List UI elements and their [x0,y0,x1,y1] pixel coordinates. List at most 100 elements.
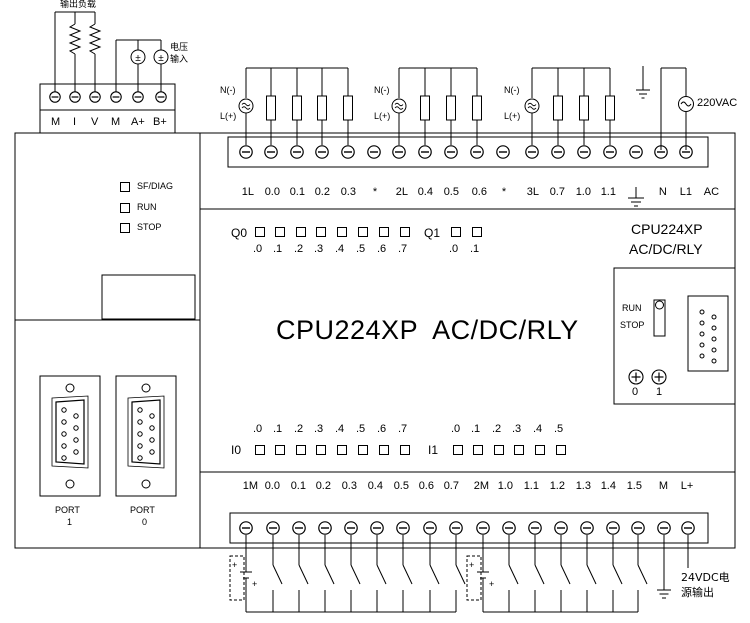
input-switch-wiring: ++++ [229,535,689,613]
ac-source-icon [238,98,254,114]
io-led-box [535,445,545,455]
io-led-bit-label: .0 [449,243,459,255]
io-led-box [358,445,368,455]
model-label-line1: CPU224XP [631,221,703,237]
io-led-box [316,227,326,237]
led-label-run: RUN [137,202,157,212]
center-title: CPU224XP AC/DC/RLY [276,315,579,345]
input-terminal-screw [239,521,253,535]
ac-supply-220v [660,67,694,150]
input-terminal-label: 1.3 [575,480,591,492]
input-terminal-screw [681,521,695,535]
terminal-label-m2: M [111,116,121,128]
status-led-boxes [120,182,130,233]
io-led-box [296,445,306,455]
input-terminal-screw [580,521,594,535]
voltage-input-label-1: 电压 [170,43,189,53]
switch-contact-icon [637,564,648,585]
neutral-label-3: N(-) [504,85,520,95]
output-load-label: 输出负载 [60,0,97,10]
terminal-label-v: V [91,116,99,128]
input-terminal-label: 0.7 [443,480,459,492]
output-terminal-screw [496,145,510,159]
output-terminal-screw [603,145,617,159]
output-terminal-strip [227,136,709,168]
svg-text:±: ± [158,53,164,64]
load-resistor-icon [446,95,456,121]
output-terminal-screw [392,145,406,159]
output-terminal-screw [264,145,278,159]
terminal-label-a-plus: A+ [131,116,145,128]
port0-number: 0 [142,517,148,527]
io-led-bit-label: .4 [335,423,345,435]
load-resistor-icon [266,95,276,121]
output-terminal-screw [418,145,432,159]
io-led-bit-label: .5 [356,423,366,435]
input-terminal-screw [423,521,437,535]
output-terminal-screw [239,145,253,159]
expansion-pin [699,342,705,348]
led-label-stop: STOP [137,222,162,232]
output-terminal-label: 1.0 [575,186,591,198]
expansion-pin [699,331,705,337]
input-terminal-label: 1.1 [523,480,539,492]
input-terminal-screw [657,521,671,535]
input-terminal-label: M [658,480,669,492]
output-terminal-label: 0.4 [417,186,433,198]
line-label-2: L(+) [374,111,391,121]
output-load-resistors [54,11,102,92]
switch-contact-icon [508,564,519,585]
io-led-bit-label: .6 [377,423,387,435]
output-terminal-label: 1.1 [600,186,616,198]
io-led-box [400,445,410,455]
input-terminal-screw [370,521,384,535]
output-terminal-screw [551,145,565,159]
io-led-bit-label: .1 [273,243,283,255]
port1-name: PORT [55,505,80,515]
input-terminal-label: 2M [473,480,490,492]
run-stop-panel [613,267,736,405]
supply-220vac-label: 220VAC [697,97,738,109]
load-resistor-icon [420,95,430,121]
analog-terminal-block [39,83,176,134]
expansion-pin [699,320,705,326]
terminal-label-i: I [73,116,77,128]
input-terminal-screw [396,521,410,535]
output-terminal-label: 0.3 [340,186,356,198]
output-terminal-label: 0.5 [443,186,459,198]
output-terminal-screw [444,145,458,159]
io-led-bit-label: .0 [451,423,461,435]
output-terminal-label: AC [703,186,720,198]
io-led-box [473,445,483,455]
output-terminal-screw [290,145,304,159]
switch-contact-icon [272,564,283,585]
input-terminal-label: 0.4 [367,480,383,492]
output-terminal-label: 0.6 [471,186,487,198]
battery-plus-label: + [232,560,237,570]
ac-source-icon [391,98,407,114]
input-terminal-label: 0.5 [393,480,409,492]
switch-contact-icon [402,564,413,585]
switch-label-run: RUN [622,303,642,313]
io-led-bit-label: .4 [533,423,543,435]
pot-label-1: 1 [656,386,663,398]
input-terminal-label: 1.5 [626,480,642,492]
output-terminal-screw [367,145,381,159]
switch-contact-icon [376,564,387,585]
io-led-bit-label: .2 [294,243,304,255]
ac-source-icon [524,98,540,114]
output-terminal-screw [577,145,591,159]
io-led-bit-label: .3 [512,423,522,435]
input-terminal-label: 0.6 [418,480,434,492]
switch-contact-icon [612,564,623,585]
output-terminal-label: * [501,186,507,198]
input-terminal-screw [554,521,568,535]
io-led-box [379,445,389,455]
neutral-label-1: N(-) [220,85,236,95]
output-terminal-screw [315,145,329,159]
terminal-label-m: M [51,116,61,128]
load-resistor-icon [579,95,589,121]
output-terminal-label: L1 [679,186,693,198]
output-terminal-label: 3L [526,186,540,198]
io-led-box [255,445,265,455]
